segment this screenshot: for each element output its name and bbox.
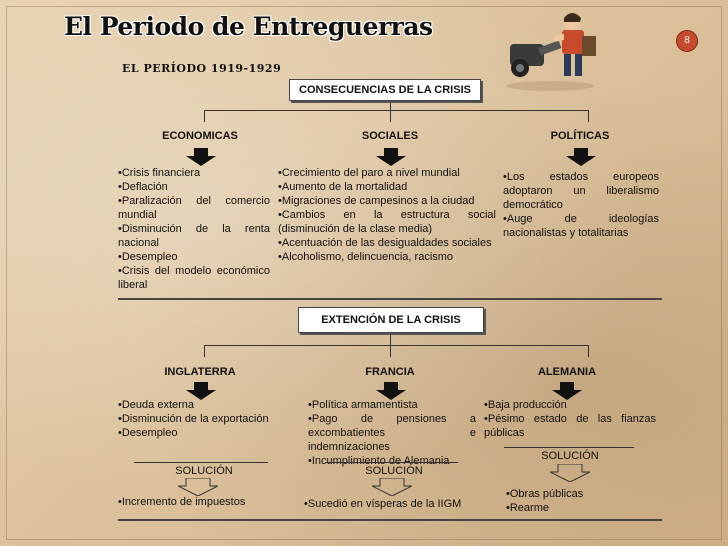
connector-line <box>390 100 391 122</box>
inglaterra-list: •Deuda externa •Disminución de la export… <box>118 398 286 440</box>
solution-line <box>134 462 268 463</box>
solution-line <box>326 462 458 463</box>
list-item: •Crisis financiera <box>118 167 201 179</box>
down-arrow-icon <box>566 148 596 166</box>
list-item: •Baja producción <box>484 399 567 411</box>
list-item: •Deflación <box>118 181 168 193</box>
connector-line <box>204 110 588 111</box>
inglaterra-solution-label: SOLUCIÓN <box>175 465 233 477</box>
alemania-solution-list: •Obras públicas •Rearme <box>506 487 656 515</box>
list-item: •Política armamentista <box>308 399 418 411</box>
hollow-down-arrow-icon <box>372 478 412 496</box>
list-item: •Los estados europeos adoptaron un liber… <box>503 171 659 211</box>
down-arrow-icon <box>376 382 406 400</box>
list-item: •Crisis del modelo económico liberal <box>118 265 270 291</box>
alemania-solution-label: SOLUCIÓN <box>541 450 599 462</box>
list-item: •Rearme <box>506 502 549 514</box>
connector-line <box>588 110 589 122</box>
list-item: •Cambios en la estructura social (dismin… <box>278 209 496 235</box>
alemania-list: •Baja producción •Pésimo estado de las f… <box>484 398 656 440</box>
down-arrow-icon <box>186 148 216 166</box>
connector-line <box>204 110 205 122</box>
economicas-list: •Crisis financiera •Deflación •Paralizac… <box>118 166 270 292</box>
list-item: •Pésimo estado de las fianzas públicas <box>484 413 656 439</box>
list-item: •Incumplimiento de Alemania <box>308 455 450 467</box>
list-item: •Sucedió en vísperas de la IIGM <box>304 498 462 510</box>
list-item: •Disminución de la exportación <box>118 413 269 425</box>
page-number-badge: 8 <box>676 30 698 52</box>
list-item: •Paralización del comercio mundial <box>118 195 270 221</box>
period-subtitle: EL PERÍODO 1919-1929 <box>122 62 282 75</box>
section-divider <box>118 298 662 300</box>
hollow-down-arrow-icon <box>550 464 590 482</box>
list-item: •Pago de pensiones a excombatientes e in… <box>308 413 476 453</box>
list-item: •Migraciones de campesinos a la ciudad <box>278 195 475 207</box>
person-with-cannon-illustration <box>506 13 596 91</box>
extension-box: EXTENCIÓN DE LA CRISIS <box>298 307 484 333</box>
francia-solution-label: SOLUCIÓN <box>365 465 423 477</box>
solution-line <box>504 447 634 448</box>
category-sociales-label: SOCIALES <box>361 130 419 142</box>
list-item: •Obras públicas <box>506 488 584 500</box>
page-title: El Periodo de Entreguerras <box>64 12 433 41</box>
politicas-list: •Los estados europeos adoptaron un liber… <box>503 170 659 240</box>
down-arrow-icon <box>552 382 582 400</box>
list-item: •Crecimiento del paro a nivel mundial <box>278 167 460 179</box>
connector-line <box>204 345 205 357</box>
down-arrow-icon <box>376 148 406 166</box>
down-arrow-icon <box>186 382 216 400</box>
category-economicas-label: ECONOMICAS <box>162 130 238 142</box>
connector-line <box>204 345 588 346</box>
country-inglaterra-label: INGLATERRA <box>164 366 236 378</box>
list-item: •Incremento de impuestos <box>118 496 246 508</box>
francia-list: •Política armamentista •Pago de pensione… <box>308 398 476 468</box>
inglaterra-solution-list: •Incremento de impuestos <box>118 495 288 509</box>
section-divider <box>118 519 662 521</box>
list-item: •Disminución de la renta nacional <box>118 223 270 249</box>
country-alemania-label: ALEMANIA <box>537 366 597 378</box>
list-item: •Deuda externa <box>118 399 195 411</box>
sociales-list: •Crecimiento del paro a nivel mundial •A… <box>278 166 496 264</box>
list-item: •Desempleo <box>118 427 178 439</box>
consequences-box: CONSECUENCIAS DE LA CRISIS <box>289 79 481 101</box>
list-item: •Acentuación de las desigualdades social… <box>278 237 492 249</box>
list-item: •Alcoholismo, delincuencia, racismo <box>278 251 454 263</box>
connector-line <box>588 345 589 357</box>
hollow-down-arrow-icon <box>178 478 218 496</box>
category-politicas-label: POLÍTICAS <box>550 130 610 142</box>
connector-line <box>390 332 391 357</box>
list-item: •Auge de ideologías nacionalistas y tota… <box>503 213 659 239</box>
list-item: •Aumento de la mortalidad <box>278 181 408 193</box>
list-item: •Desempleo <box>118 251 178 263</box>
country-francia-label: FRANCIA <box>365 366 415 378</box>
francia-solution-list: •Sucedió en vísperas de la IIGM <box>304 497 484 511</box>
